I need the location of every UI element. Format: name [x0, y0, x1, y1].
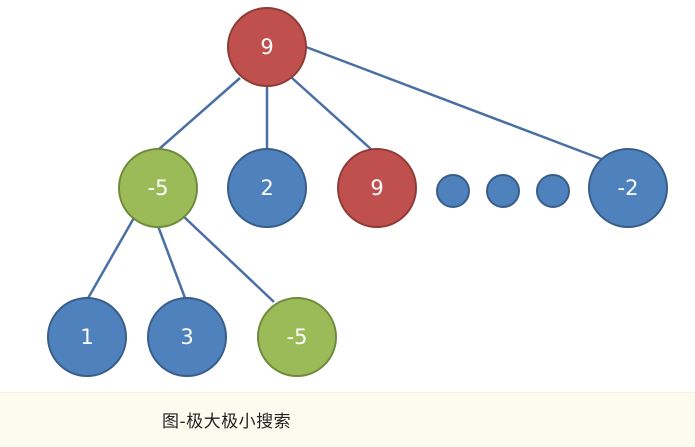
min-leaf-circle: [257, 297, 337, 377]
edge-root-to-leaf-neg2: [305, 45, 605, 162]
ellipsis-dot-1: [436, 174, 470, 208]
minimax-tree-diagram: 9 -5 2 9 -2 1 3: [47, 7, 668, 377]
edge-min-to-leaf-1: [85, 215, 137, 301]
edge-root-to-max-node: [291, 77, 373, 151]
leaf-3-label: 3: [180, 325, 193, 349]
ellipsis-dot-2: [486, 174, 520, 208]
level2-node-min-leaf: -5: [257, 297, 337, 377]
ellipsis-dots: [436, 174, 570, 208]
min-node-label: -5: [148, 176, 169, 200]
leaf-3-circle: [147, 297, 227, 377]
level1-node-min: -5: [118, 148, 198, 228]
level2-node-leaf-3: 3: [147, 297, 227, 377]
level1-node-max: 9: [337, 148, 417, 228]
leaf-neg2-label: -2: [618, 176, 639, 200]
edge-min-to-leaf-3: [156, 225, 187, 299]
edge-min-to-min-leaf: [181, 214, 275, 303]
level1-node-leaf-neg2: -2: [588, 148, 668, 228]
leaf-1-circle: [47, 297, 127, 377]
root-node: 9: [227, 7, 307, 87]
min-leaf-label: -5: [287, 325, 308, 349]
caption-bar: 图-极大极小搜索: [0, 392, 695, 447]
tree-edges: [85, 45, 605, 303]
leaf-2-circle: [227, 148, 307, 228]
root-node-label: 9: [260, 35, 273, 59]
leaf-neg2-circle: [588, 148, 668, 228]
level1-node-leaf-2: 2: [227, 148, 307, 228]
max-node-label: 9: [370, 176, 383, 200]
level2-node-leaf-1: 1: [47, 297, 127, 377]
ellipsis-dot-3: [536, 174, 570, 208]
max-node-circle: [337, 148, 417, 228]
root-node-circle: [227, 7, 307, 87]
leaf-2-label: 2: [260, 176, 273, 200]
edge-root-to-min-node: [157, 77, 241, 151]
figure-caption: 图-极大极小搜索: [162, 412, 292, 432]
leaf-1-label: 1: [80, 325, 93, 349]
min-node-circle: [118, 148, 198, 228]
